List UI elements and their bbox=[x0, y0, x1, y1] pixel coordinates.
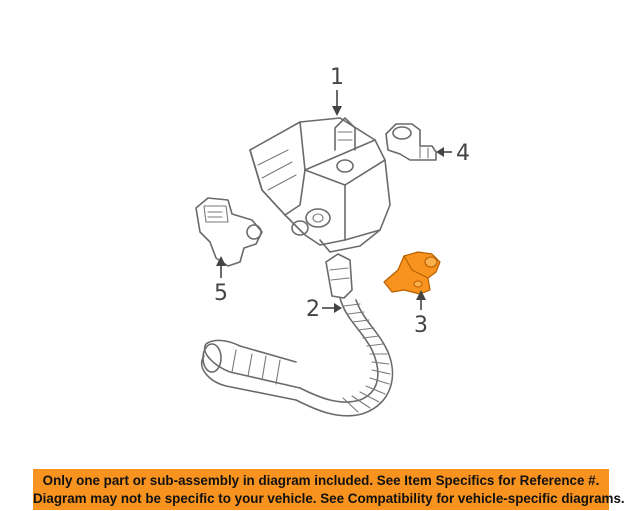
part-3-camshaft-sensor bbox=[383, 251, 441, 295]
disclaimer-banner: Only one part or sub-assembly in diagram… bbox=[33, 469, 625, 510]
part-4-sensor bbox=[385, 123, 437, 161]
part-2-coil-wire bbox=[201, 253, 394, 417]
callout-4-arrowhead bbox=[436, 147, 444, 157]
disclaimer-line-2: Diagram may not be specific to your vehi… bbox=[33, 491, 625, 506]
callout-2: 2 bbox=[306, 297, 320, 322]
part-5-sensor bbox=[195, 197, 263, 267]
callout-5: 5 bbox=[214, 281, 228, 306]
callout-4: 4 bbox=[456, 141, 470, 166]
callout-1: 1 bbox=[330, 65, 344, 90]
callout-1-arrowhead bbox=[332, 106, 342, 116]
callout-5-arrowhead bbox=[216, 256, 226, 266]
callout-2-arrowhead bbox=[334, 303, 342, 313]
parts-diagram: 1 4 5 2 3 bbox=[195, 65, 470, 417]
part-1-module bbox=[249, 117, 391, 253]
callout-3-arrowhead bbox=[416, 290, 426, 300]
callout-3: 3 bbox=[414, 313, 428, 338]
disclaimer-line-1: Only one part or sub-assembly in diagram… bbox=[42, 473, 600, 488]
